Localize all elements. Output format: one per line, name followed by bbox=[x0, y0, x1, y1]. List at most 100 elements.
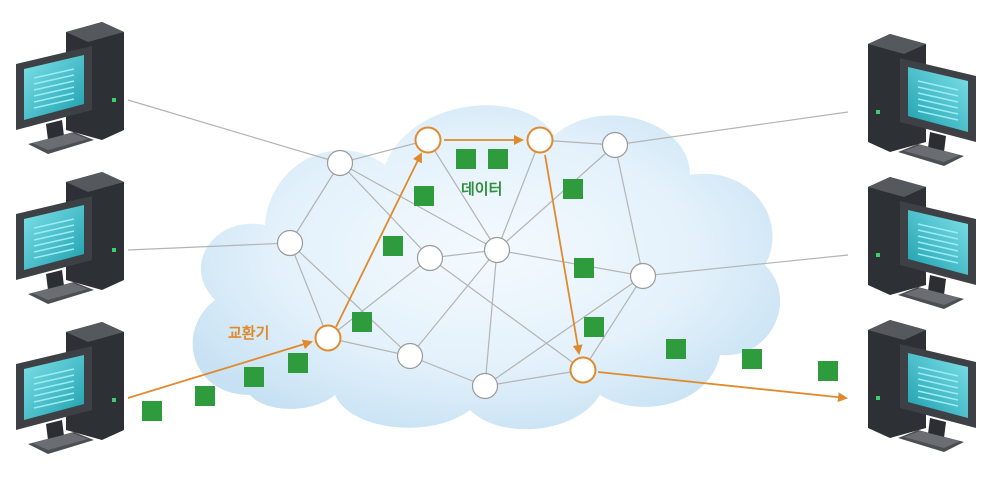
screen-line bbox=[917, 223, 959, 234]
switch-node-icon bbox=[396, 342, 424, 370]
data-packet-icon bbox=[195, 386, 215, 406]
data-packet-icon bbox=[574, 258, 594, 278]
screen-line bbox=[33, 374, 75, 385]
route-arrow bbox=[335, 152, 422, 328]
network-cloud-icon bbox=[192, 105, 781, 430]
switch-node-icon bbox=[483, 236, 511, 264]
screen-line bbox=[33, 68, 75, 79]
route-arrow bbox=[544, 154, 583, 355]
switch-label: 교환기 bbox=[228, 324, 270, 342]
network-link bbox=[327, 257, 431, 339]
desktop-computer-icon bbox=[868, 34, 976, 166]
network-link bbox=[582, 275, 644, 371]
monitor-stand bbox=[46, 120, 64, 140]
monitor-screen bbox=[908, 67, 968, 132]
switch-node-icon bbox=[414, 126, 442, 154]
data-packet-icon bbox=[584, 317, 604, 337]
network-link bbox=[429, 257, 584, 371]
screen-line bbox=[33, 242, 75, 253]
network-link bbox=[614, 111, 849, 146]
network-link bbox=[409, 249, 498, 357]
monitor-screen bbox=[24, 205, 84, 270]
screen-line bbox=[917, 110, 959, 121]
monitor-stand bbox=[928, 418, 946, 438]
network-link bbox=[289, 242, 329, 339]
monitor-stand bbox=[928, 275, 946, 295]
screen-line bbox=[917, 366, 959, 377]
network-link bbox=[484, 369, 584, 387]
switch-node-icon bbox=[276, 229, 304, 257]
power-light bbox=[112, 248, 116, 252]
screen-line bbox=[33, 230, 75, 241]
screen-line bbox=[33, 386, 75, 397]
monitor-screen bbox=[24, 55, 84, 120]
monitor-stand bbox=[46, 420, 64, 440]
data-packet-icon bbox=[244, 367, 264, 387]
network-link bbox=[339, 162, 431, 259]
switch-node-icon bbox=[601, 131, 629, 159]
screen-line bbox=[33, 392, 75, 403]
switch-node-icon bbox=[526, 126, 554, 154]
desktop-computer-icon bbox=[16, 322, 124, 454]
network-link bbox=[339, 139, 429, 164]
data-packet-icon bbox=[383, 236, 403, 256]
tower-top bbox=[868, 34, 926, 54]
data-packet-icon bbox=[288, 353, 308, 373]
screen-line bbox=[917, 241, 959, 252]
screen-line bbox=[33, 236, 75, 247]
network-link bbox=[339, 162, 498, 251]
route-arrow bbox=[127, 339, 313, 399]
network-link bbox=[127, 99, 341, 164]
switch-node-icon bbox=[326, 149, 354, 177]
switch-node-icon bbox=[314, 324, 342, 352]
screen-line bbox=[33, 74, 75, 85]
screen-line bbox=[917, 104, 959, 115]
screen-line bbox=[917, 396, 959, 407]
keyboard-keys bbox=[904, 288, 960, 305]
switch-node-icon bbox=[416, 244, 444, 272]
network-link bbox=[484, 249, 498, 387]
network-link bbox=[289, 162, 341, 244]
keyboard-keys bbox=[32, 133, 88, 150]
monitor-screen bbox=[908, 353, 968, 418]
screen-line bbox=[917, 378, 959, 389]
screen-line bbox=[33, 86, 75, 97]
keyboard-keys bbox=[32, 433, 88, 450]
keyboard-keys bbox=[904, 431, 960, 448]
power-light bbox=[876, 110, 880, 114]
keyboard-keys bbox=[32, 283, 88, 300]
tower-top bbox=[66, 22, 124, 42]
data-packet-icon bbox=[818, 361, 838, 381]
network-link bbox=[496, 249, 644, 277]
screen-line bbox=[33, 248, 75, 259]
screen-line bbox=[917, 253, 959, 264]
monitor-stand bbox=[928, 132, 946, 152]
data-packet-icon bbox=[563, 179, 583, 199]
data-packet-icon bbox=[414, 186, 434, 206]
data-packet-icon bbox=[456, 149, 476, 169]
network-link bbox=[496, 144, 616, 251]
data-packet-icon bbox=[488, 149, 508, 169]
desktop-computer-icon bbox=[16, 22, 124, 154]
monitor-screen bbox=[908, 210, 968, 275]
network-link bbox=[127, 242, 291, 251]
desktop-computer-icon bbox=[868, 320, 976, 452]
screen-line bbox=[33, 398, 75, 409]
screen-line bbox=[33, 80, 75, 91]
data-packet-icon bbox=[742, 349, 762, 369]
tower-top bbox=[868, 177, 926, 197]
power-light bbox=[876, 253, 880, 257]
switch-node-icon bbox=[471, 372, 499, 400]
screen-line bbox=[33, 380, 75, 391]
data-label: 데이터 bbox=[461, 180, 503, 198]
network-link bbox=[642, 254, 849, 277]
network-link bbox=[496, 139, 541, 251]
tower-top bbox=[66, 172, 124, 192]
power-light bbox=[112, 98, 116, 102]
screen-line bbox=[33, 224, 75, 235]
screen-line bbox=[917, 384, 959, 395]
power-light bbox=[112, 398, 116, 402]
screen-line bbox=[917, 86, 959, 97]
network-link bbox=[484, 275, 644, 387]
